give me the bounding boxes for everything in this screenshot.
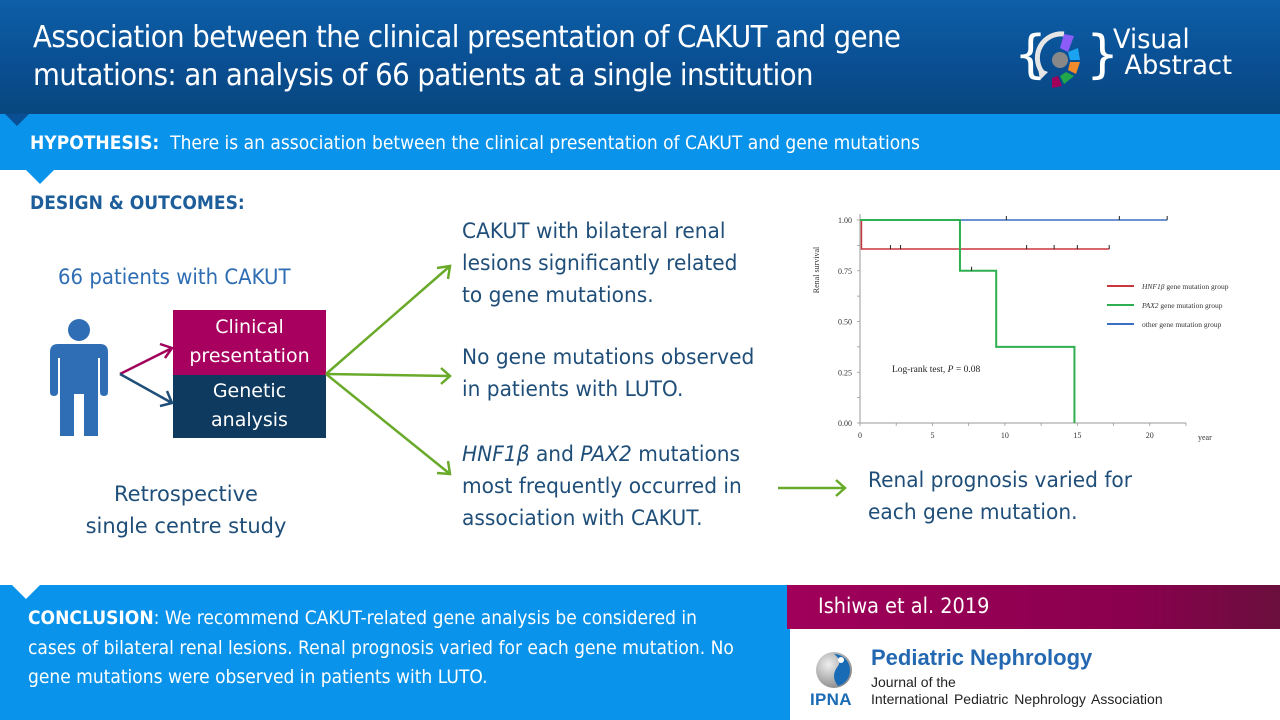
clinical-line1: Clinical — [215, 316, 284, 338]
arrow-to-finding-2 — [325, 367, 452, 385]
prognosis-text: Renal prognosis varied for each gene mut… — [868, 464, 1156, 528]
finding-line: association with CAKUT. — [462, 506, 703, 530]
legend-label: PAX2 gene mutation group — [1141, 301, 1223, 310]
conclusion-notch — [12, 585, 40, 599]
prognosis-line1: Renal prognosis varied for — [868, 468, 1133, 492]
conclusion-label: CONCLUSION — [28, 607, 154, 629]
km-curve-0 — [860, 219, 1110, 250]
x-tick-label: 20 — [1146, 431, 1154, 440]
segment-blue — [1068, 48, 1080, 60]
curved-arrow-icon — [1034, 31, 1065, 74]
wordmark-line2: Abstract — [1124, 50, 1233, 81]
conclusion-band — [0, 585, 790, 720]
segment-magenta — [1052, 76, 1062, 88]
study-line2: single centre study — [85, 514, 287, 538]
finding-bilateral: CAKUT with bilateral renal lesions signi… — [462, 215, 788, 311]
journal-logo-icon — [816, 652, 852, 688]
citation-text: Ishiwa et al. 2019 — [818, 594, 990, 618]
x-axis-label: year — [1198, 433, 1212, 442]
y-tick-label: 0.00 — [838, 419, 852, 428]
prognosis-line2: each gene mutation. — [868, 500, 1078, 524]
gene-hnf1b: HNF1β — [462, 442, 530, 466]
genetic-line2: analysis — [211, 409, 288, 431]
wordmark-line1: Visual — [1113, 24, 1190, 55]
header-notch — [5, 114, 29, 126]
finding-connector: and — [529, 442, 581, 466]
journal-subtitle-1: Journal of the — [871, 674, 956, 690]
visual-abstract-wordmark: Visual Abstract — [1113, 24, 1233, 81]
arrow-to-finding-1 — [325, 264, 452, 375]
arrow-to-clinical — [119, 342, 174, 376]
x-tick-label: 10 — [1001, 431, 1009, 440]
gene-pax2: PAX2 — [580, 442, 632, 466]
legend-label: other gene mutation group — [1142, 320, 1222, 329]
kaplan-meier-chart: Renal survival year 0 5 10 15 20 0.00 0.25 0.50… — [812, 214, 1229, 442]
km-curve-1 — [860, 219, 1076, 423]
ipna-label: IPNA — [810, 690, 852, 709]
journal-name: Pediatric Nephrology — [871, 645, 1093, 670]
y-tick-label: 1.00 — [838, 216, 852, 225]
design-heading: DESIGN & OUTCOMES: — [30, 192, 245, 214]
y-tick-label: 0.25 — [838, 368, 852, 377]
visual-abstract-logo: { } — [1014, 25, 1119, 88]
y-axis-label: Renal survival — [812, 246, 821, 293]
finding-line: most frequently occurred in — [462, 474, 742, 498]
segment-orange — [1068, 62, 1080, 74]
hypothesis-text: HYPOTHESIS: There is an association betw… — [30, 132, 920, 154]
genetic-analysis-box: Genetic analysis — [173, 375, 326, 438]
x-tick-label: 0 — [858, 431, 862, 440]
patients-label: 66 patients with CAKUT — [58, 265, 291, 289]
segment-green — [1060, 72, 1074, 84]
legend-label: HNF1β gene mutation group — [1141, 282, 1229, 291]
study-design-label: Retrospective single centre study — [70, 478, 302, 542]
conclusion-body: : We recommend CAKUT-related gene analys… — [28, 607, 734, 688]
clinical-presentation-box: Clinical presentation — [173, 310, 326, 375]
person-icon — [50, 319, 108, 436]
logrank-annotation: Log-rank test, P = 0.08 — [892, 365, 980, 375]
hypothesis-label: HYPOTHESIS: — [30, 132, 160, 154]
citation-bar — [787, 585, 1280, 629]
center-dot — [1052, 52, 1068, 68]
arrow-to-finding-3 — [325, 373, 452, 476]
finding-line: in patients with LUTO. — [462, 377, 684, 401]
clinical-line2: presentation — [189, 345, 310, 367]
citation-divider — [787, 629, 789, 720]
segment-purple — [1060, 34, 1074, 52]
conclusion-text: CONCLUSION: We recommend CAKUT-related g… — [28, 604, 748, 693]
finding-line: CAKUT with bilateral renal — [462, 219, 726, 243]
finding-line: HNF1β and PAX2 mutations — [462, 438, 788, 470]
page-title: Association between the clinical present… — [33, 20, 901, 93]
journal-subtitle-2: International Pediatric Nephrology Assoc… — [871, 691, 1163, 707]
finding-line: No gene mutations observed — [462, 345, 755, 369]
hypothesis-band — [0, 114, 1280, 170]
arrow-to-genetic — [119, 372, 174, 408]
right-brace-icon: } — [1086, 25, 1119, 85]
finding-genes: HNF1β and PAX2 mutations most frequently… — [462, 438, 788, 534]
genetic-line1: Genetic — [212, 380, 287, 402]
y-tick-label: 0.50 — [838, 318, 852, 327]
y-tick-label: 0.75 — [838, 267, 852, 276]
finding-tail: mutations — [631, 442, 741, 466]
finding-line: lesions significantly related — [462, 251, 738, 275]
x-tick-label: 15 — [1073, 431, 1081, 440]
hypothesis-body: There is an association between the clin… — [170, 132, 920, 154]
x-tick-label: 5 — [930, 431, 934, 440]
study-line1: Retrospective — [114, 482, 258, 506]
finding-luto: No gene mutations observed in patients w… — [462, 341, 788, 405]
finding-line: to gene mutations. — [462, 283, 654, 307]
hypothesis-notch — [26, 170, 54, 184]
